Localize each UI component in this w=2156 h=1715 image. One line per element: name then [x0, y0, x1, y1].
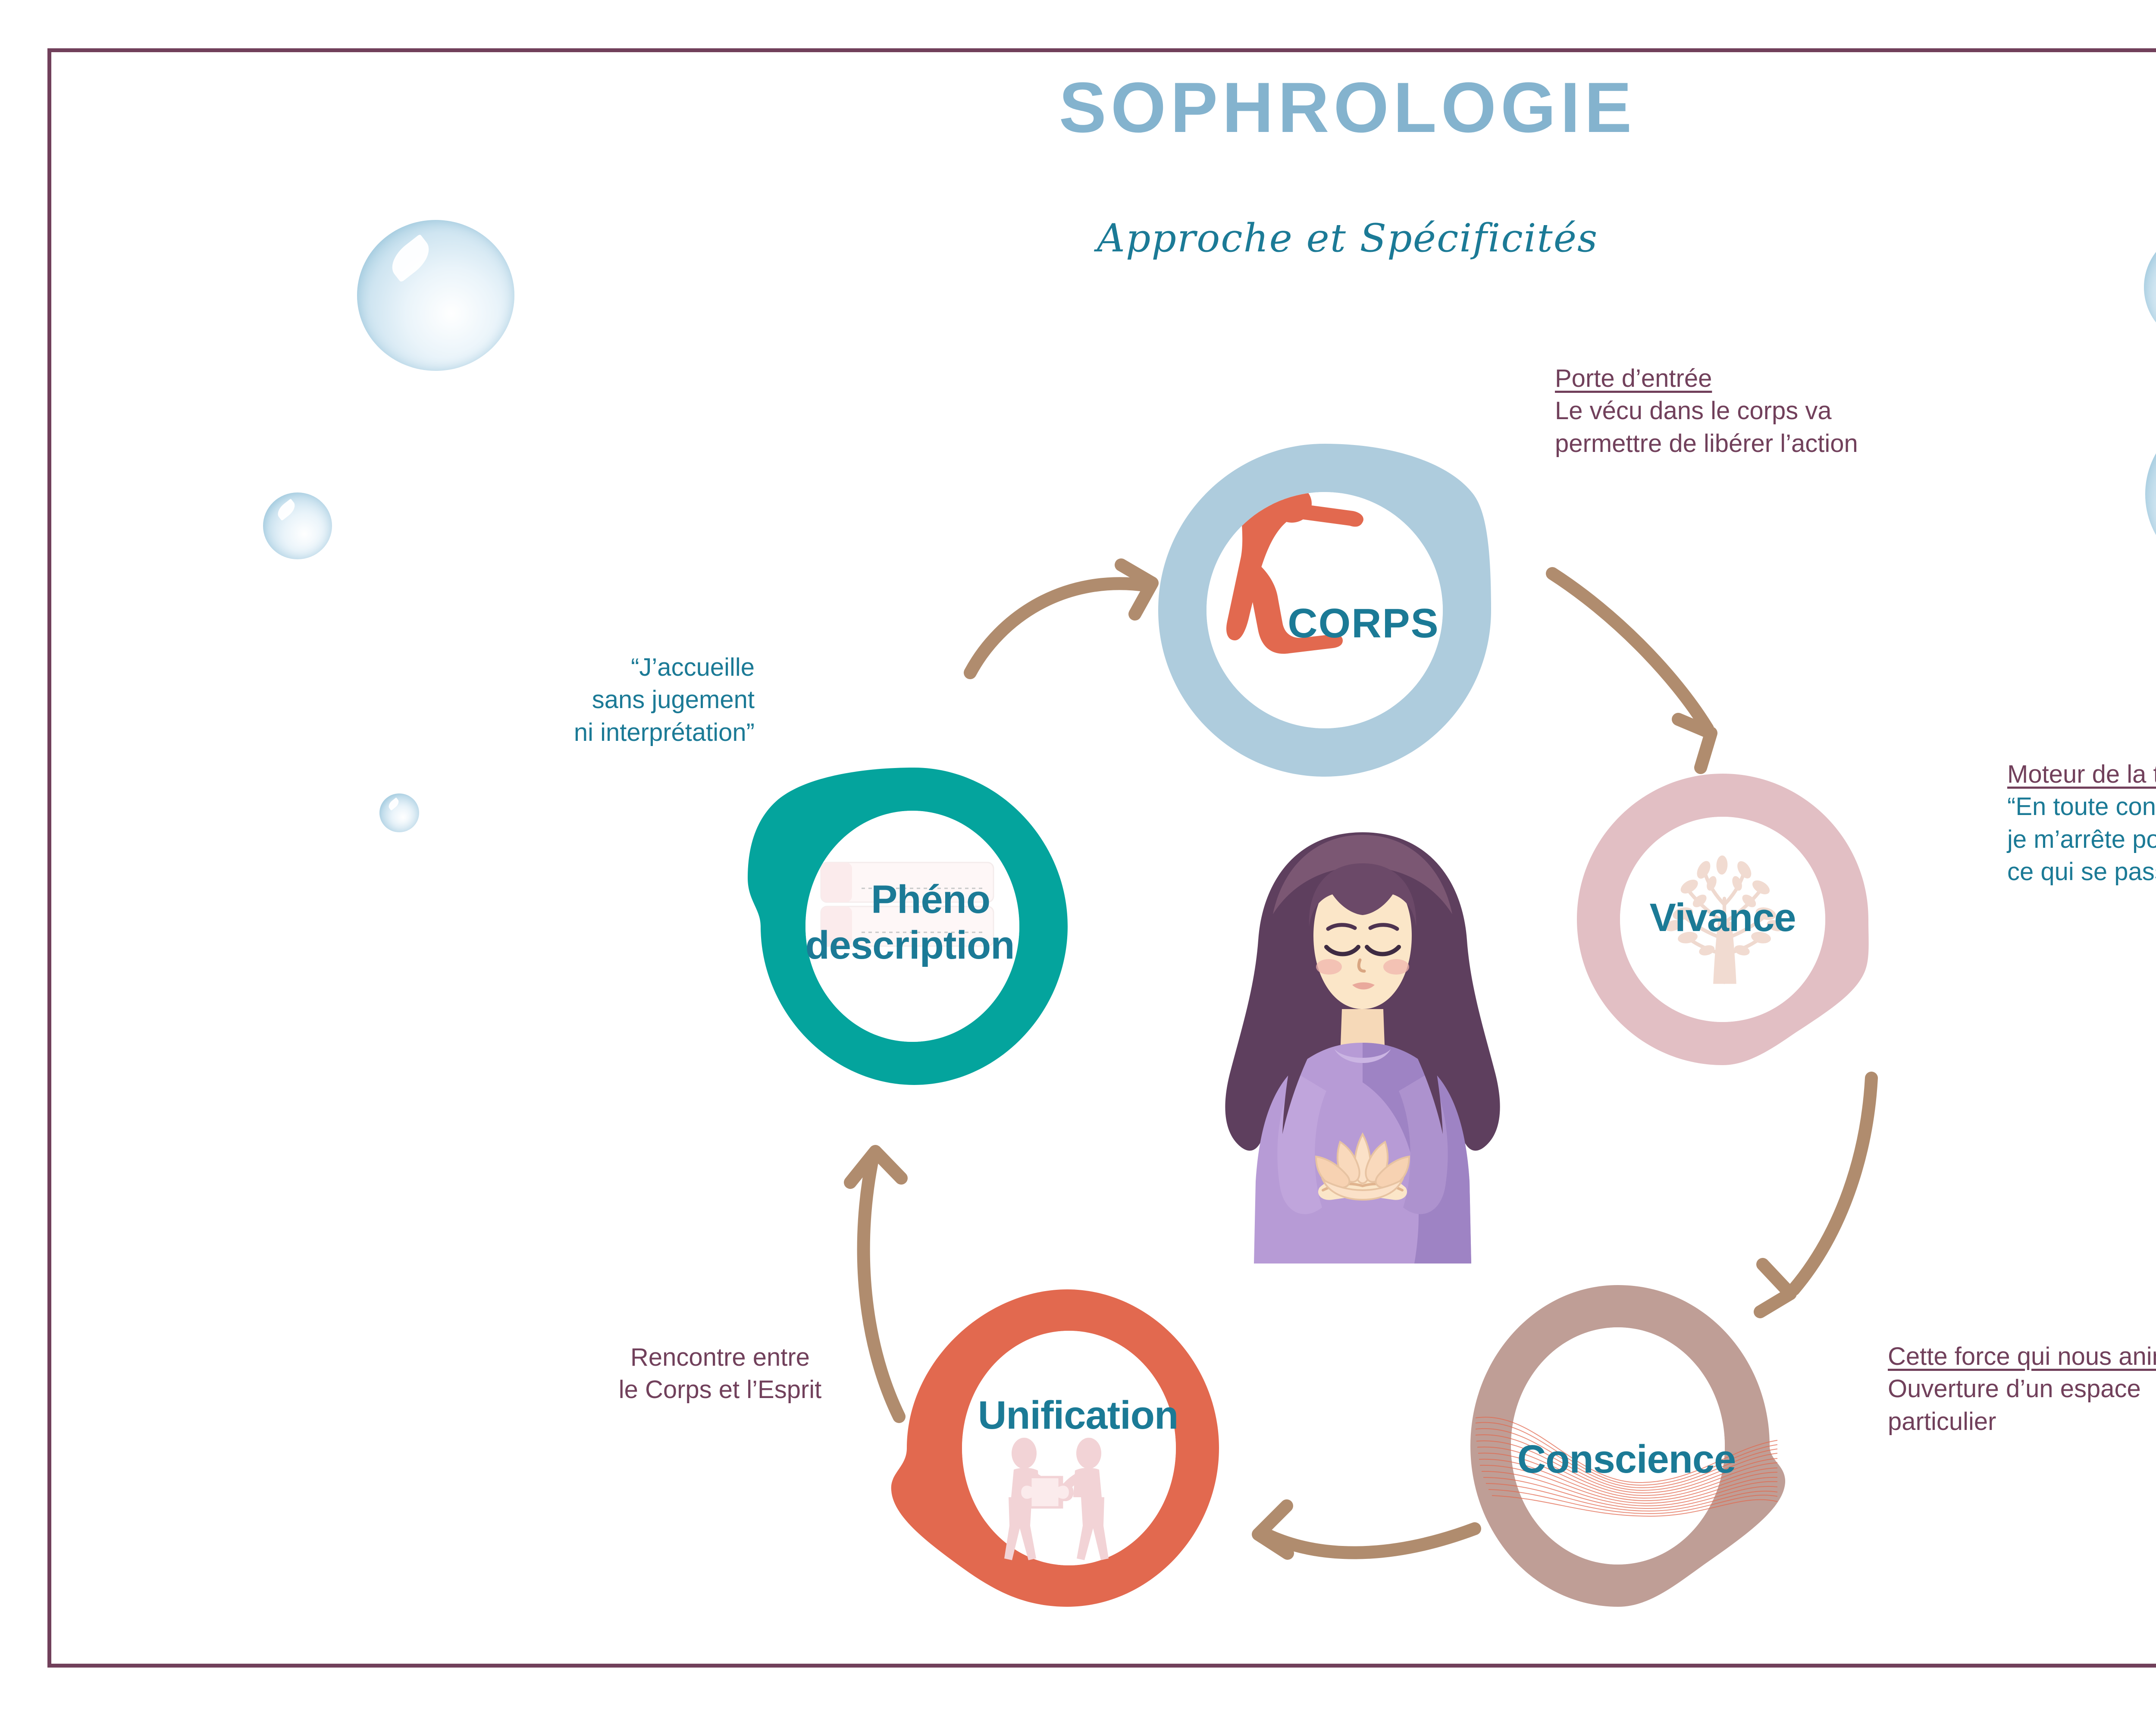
annotation-unification: Rencontre entre le Corps et l’Esprit	[573, 1341, 867, 1406]
annotation-pheno: “J’accueille sans jugement ni interpréta…	[539, 651, 755, 749]
bubble-right-large	[2145, 410, 2156, 579]
annotation-pheno-line2: sans jugement	[592, 686, 755, 714]
annotation-conscience-heading: Cette force qui nous anime	[1888, 1342, 2156, 1370]
meditating-woman-illustration	[1225, 832, 1500, 1264]
frame-border-top	[47, 48, 2156, 52]
annotation-corps-line2: permettre de libérer l’action	[1555, 429, 1858, 458]
conscience-ring-shape	[1470, 1285, 1786, 1607]
conscience-inner-circle	[1511, 1327, 1725, 1565]
annotation-vivance: Moteur de la transformation “En toute co…	[2007, 758, 2156, 888]
annotation-unification-line2: le Corps et l’Esprit	[618, 1376, 822, 1404]
annotation-conscience-line1: Ouverture d’un espace	[1888, 1375, 2141, 1403]
tree-icon	[1664, 855, 1784, 984]
cycle-node-conscience[interactable]: Conscience	[1463, 1280, 1790, 1612]
annotation-vivance-heading: Moteur de la transformation	[2007, 760, 2156, 788]
form-lines-icon	[820, 862, 994, 947]
annotation-pheno-line3: ni interprétation”	[573, 718, 755, 746]
annotation-corps-heading: Porte d’entrée	[1555, 364, 1712, 392]
unification-ring-shape	[891, 1289, 1219, 1607]
cycle-node-pheno-description[interactable]: Phéno description	[742, 762, 1078, 1090]
annotation-unification-line1: Rencontre entre	[630, 1343, 810, 1371]
arrow-conscience-to-unification	[1252, 1499, 1481, 1560]
annotation-vivance-line3: ce qui se passe en moi”	[2007, 858, 2156, 886]
corps-inner-circle	[1206, 492, 1443, 728]
annotation-pheno-line1: “J’accueille	[631, 653, 755, 681]
unification-label: Unification	[978, 1393, 1178, 1437]
annotation-vivance-line1: “En toute conscience,	[2007, 793, 2156, 821]
bubble-highlight-icon	[384, 234, 437, 283]
arrow-corps-to-vivance	[1546, 567, 1717, 774]
annotation-corps: Porte d’entrée Le vécu dans le corps va …	[1555, 362, 1858, 460]
page-subtitle: Approche et Spécificités	[1097, 216, 1598, 261]
pheno-ring-shape	[748, 768, 1068, 1085]
bubble-left-medium	[263, 492, 332, 559]
arrow-pheno-to-corps	[964, 558, 1159, 679]
bubble-left-small	[379, 793, 419, 832]
frame-border-bottom	[47, 1664, 2156, 1668]
unification-inner-circle	[962, 1331, 1176, 1565]
bubble-highlight-icon	[386, 797, 401, 811]
sound-wave-icon	[1475, 1417, 1778, 1517]
stretching-person-icon	[1226, 492, 1363, 654]
frame-border-left	[47, 48, 51, 1668]
annotation-vivance-line2: je m’arrête pour écouter	[2007, 825, 2156, 853]
corps-label: CORPS	[1288, 600, 1439, 646]
vivance-label: Vivance	[1649, 896, 1796, 940]
page-title: SOPHROLOGIE	[1059, 68, 1636, 147]
pheno-label-line2: description	[805, 923, 1015, 967]
annotation-corps-line1: Le vécu dans le corps va	[1555, 397, 1832, 425]
vivance-inner-circle	[1620, 817, 1825, 1022]
bubble-highlight-icon	[274, 499, 298, 521]
annotation-conscience: Cette force qui nous anime Ouverture d’u…	[1888, 1340, 2156, 1438]
cycle-node-vivance[interactable]: Vivance	[1572, 768, 1874, 1070]
cycle-node-corps[interactable]: CORPS	[1152, 438, 1497, 783]
bubble-left-large	[357, 220, 514, 371]
pheno-inner-circle	[805, 811, 1019, 1042]
cycle-node-unification[interactable]: Unification	[886, 1284, 1227, 1612]
arrow-vivance-to-conscience	[1754, 1072, 1878, 1318]
puzzle-people-icon	[1004, 1438, 1109, 1560]
annotation-conscience-line2: particulier	[1888, 1407, 1996, 1436]
conscience-label: Conscience	[1517, 1437, 1736, 1481]
pheno-label-line1: Phéno	[871, 878, 990, 922]
